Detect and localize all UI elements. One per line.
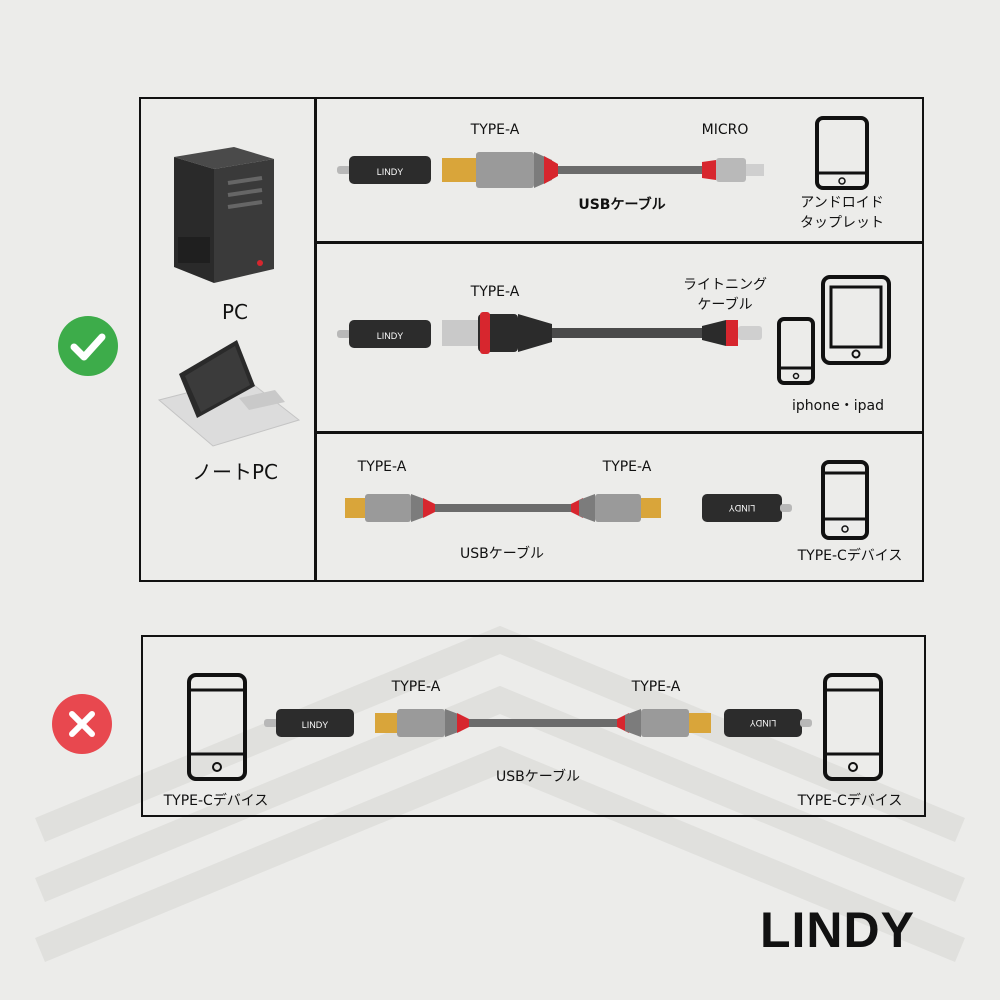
left-device-label: TYPE-Cデバイス: [163, 793, 269, 809]
adapter-logo-text: LINDY: [377, 331, 404, 341]
compatible-check-badge: [58, 316, 118, 376]
phone-icon: [777, 317, 815, 385]
host-laptop-label: ノートPC: [191, 460, 279, 484]
check-icon: [58, 316, 118, 376]
usb-a-to-micro-cable: [442, 152, 764, 188]
usb-c-otg-adapter: LINDY: [337, 320, 431, 348]
cross-icon: [52, 694, 112, 754]
row1-left-connector-label: TYPE-A: [470, 122, 520, 138]
left-connector-label: TYPE-A: [391, 679, 441, 695]
usb-a-to-c-adapter: LINDY: [724, 709, 812, 737]
row3-left-connector-label: TYPE-A: [357, 459, 407, 475]
row2-device-label: iphone・ipad: [792, 398, 884, 414]
row-divider-2: [314, 431, 924, 434]
cable-label: USBケーブル: [496, 769, 580, 785]
row1-device-label-line2: タップレット: [800, 215, 884, 231]
usb-c-otg-adapter: LINDY: [264, 709, 354, 737]
adapter-logo-text: LINDY: [302, 720, 329, 730]
row2-left-connector-label: TYPE-A: [470, 284, 520, 300]
panel-divider-vertical: [314, 97, 317, 582]
adapter-logo-text: LINDY: [729, 503, 756, 513]
phone-icon: [187, 673, 247, 781]
phone-icon: [823, 673, 883, 781]
right-device-label: TYPE-Cデバイス: [797, 793, 903, 809]
adapter-logo-text: LINDY: [377, 167, 404, 177]
host-pc-label: PC: [221, 300, 249, 324]
row1-right-connector-label: MICRO: [701, 122, 749, 138]
usb-a-to-c-adapter: LINDY: [702, 494, 792, 522]
row3-device-label: TYPE-Cデバイス: [797, 548, 903, 564]
usb-a-to-lightning-cable: [442, 312, 762, 354]
usb-a-to-a-cable: [375, 709, 711, 737]
usb-c-otg-adapter: LINDY: [337, 156, 431, 184]
row2-right-connector-label-line2: ケーブル: [697, 297, 753, 313]
adapter-logo-text: LINDY: [750, 718, 777, 728]
desktop-tower-icon: [174, 147, 274, 283]
laptop-icon: [157, 340, 301, 447]
brand-logo: LINDY: [760, 902, 915, 958]
tablet-icon: [821, 275, 891, 365]
tablet-icon: [815, 116, 869, 190]
compatible-panel: [139, 97, 924, 582]
row2-right-connector-label-line1: ライトニング: [683, 277, 767, 293]
row3-cable-label: USBケーブル: [460, 546, 544, 562]
row-divider-1: [314, 241, 924, 244]
row3-right-connector-label: TYPE-A: [602, 459, 652, 475]
row1-cable-label: USBケーブル: [578, 197, 666, 213]
row1-device-label-line1: アンドロイド: [800, 195, 884, 211]
usb-a-to-a-cable: [345, 494, 661, 522]
incompatible-panel: [141, 635, 926, 817]
incompatible-cross-badge: [52, 694, 112, 754]
phone-icon: [821, 460, 869, 540]
right-connector-label: TYPE-A: [631, 679, 681, 695]
